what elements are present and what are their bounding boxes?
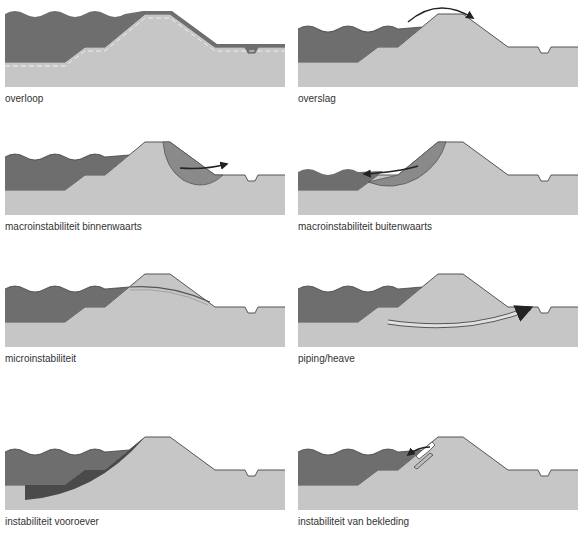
- mechanism-label: macroinstabiliteit buitenwaarts: [298, 221, 432, 233]
- mechanism-label: instabiliteit van bekleding: [298, 516, 409, 528]
- mechanism-label: overloop: [5, 93, 43, 105]
- mechanism-label: macroinstabiliteit binnenwaarts: [5, 221, 142, 233]
- mechanism-label: instabiliteit vooroever: [5, 516, 99, 528]
- mechanism-label: microinstabiliteit: [5, 353, 76, 365]
- mechanism-label: piping/heave: [298, 353, 355, 365]
- mechanism-label: overslag: [298, 93, 336, 105]
